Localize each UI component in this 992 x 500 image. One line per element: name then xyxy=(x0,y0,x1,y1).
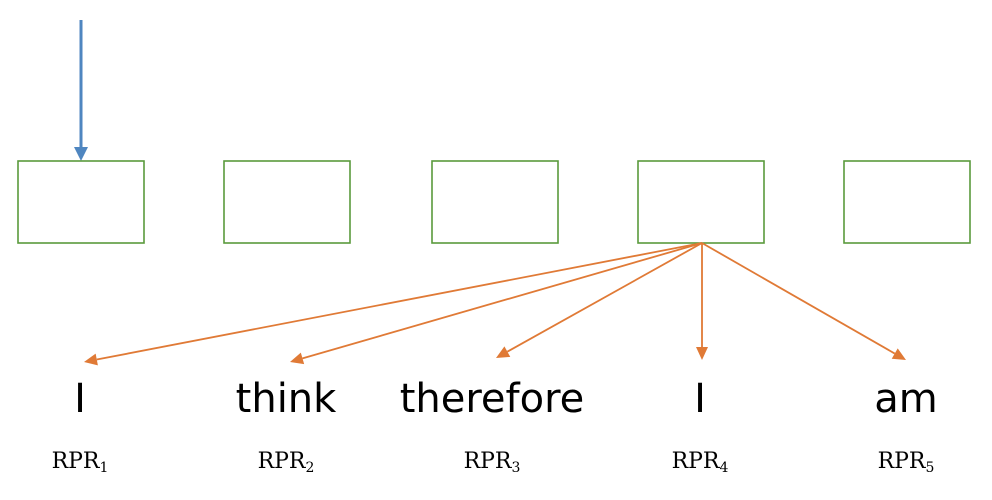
hidden-state-box-2 xyxy=(223,160,351,244)
rpr-label-subscript: 1 xyxy=(100,460,109,476)
attention-arrow-head-3 xyxy=(496,346,511,358)
rpr-label-subscript: 3 xyxy=(512,460,521,476)
token-word-1: I xyxy=(74,376,86,422)
attention-arrow-line-2 xyxy=(302,242,703,360)
rpr-label-text: RPR xyxy=(878,449,927,474)
rpr-label-subscript: 2 xyxy=(306,460,315,476)
hidden-state-box-1 xyxy=(17,160,145,244)
rpr-label-text: RPR xyxy=(672,449,721,474)
hidden-state-box-3 xyxy=(431,160,559,244)
attention-arrow-head-2 xyxy=(290,352,305,365)
boxes-layer xyxy=(17,160,971,244)
hidden-state-box-5 xyxy=(843,160,971,244)
rpr-label-4: RPR4 xyxy=(672,449,729,476)
rpr-label-3: RPR3 xyxy=(464,449,521,476)
token-word-2: think xyxy=(236,376,338,422)
token-word-3: therefore xyxy=(400,376,585,422)
rpr-label-subscript: 5 xyxy=(926,460,935,476)
attention-arrow-line-1 xyxy=(96,242,703,361)
rpr-label-subscript: 4 xyxy=(720,460,729,476)
attention-arrows-layer xyxy=(84,242,906,366)
token-word-5: am xyxy=(874,376,937,422)
attention-arrow-head-4 xyxy=(696,347,708,360)
rpr-label-text: RPR xyxy=(52,449,101,474)
rpr-label-text: RPR xyxy=(464,449,513,474)
input-arrow-layer xyxy=(74,20,88,161)
attention-arrow-head-1 xyxy=(84,353,98,366)
token-word-4: I xyxy=(694,376,706,422)
input-arrow-head xyxy=(74,147,88,161)
attention-arrow-line-5 xyxy=(701,242,896,355)
rpr-label-1: RPR1 xyxy=(52,449,109,476)
attention-arrow-line-3 xyxy=(506,242,703,353)
rpr-label-2: RPR2 xyxy=(258,449,315,476)
hidden-state-box-4 xyxy=(637,160,765,244)
attention-arrow-head-5 xyxy=(891,348,906,360)
rpr-label-5: RPR5 xyxy=(878,449,935,476)
rpr-label-text: RPR xyxy=(258,449,307,474)
